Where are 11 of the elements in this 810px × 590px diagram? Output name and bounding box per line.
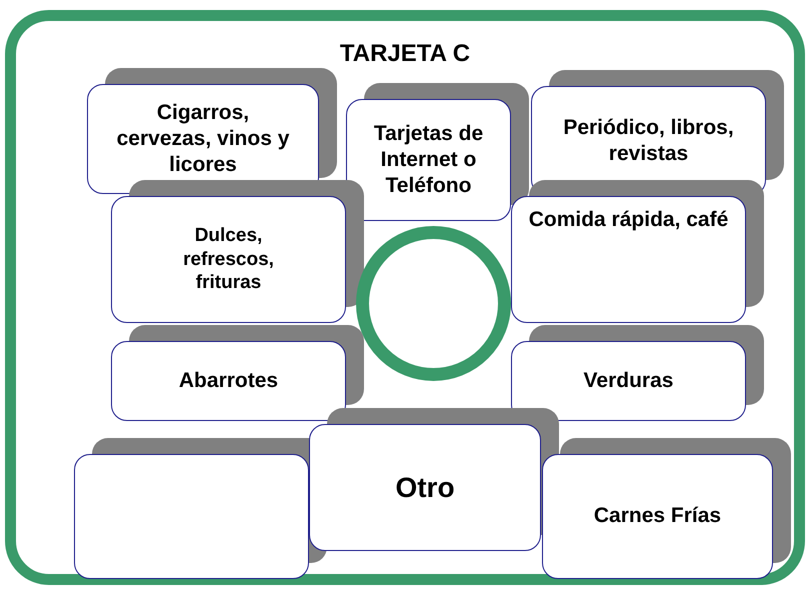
card-text: Comida rápida, café — [528, 207, 728, 233]
card-text: Cigarros, cervezas, vinos y licores — [116, 100, 290, 178]
card-text: Tarjetas de Internet o Teléfono — [372, 120, 484, 200]
card-text: Verduras — [584, 368, 674, 394]
frame-title: TARJETA C — [340, 39, 470, 69]
card-text: Carnes Frías — [594, 503, 722, 530]
card-text: Dulces, refrescos, frituras — [182, 224, 275, 296]
card-text: Periódico, libros, revistas — [562, 114, 735, 167]
card-text: Otro — [395, 471, 455, 505]
card-text: Abarrotes — [178, 368, 278, 394]
frame-border — [5, 10, 805, 585]
